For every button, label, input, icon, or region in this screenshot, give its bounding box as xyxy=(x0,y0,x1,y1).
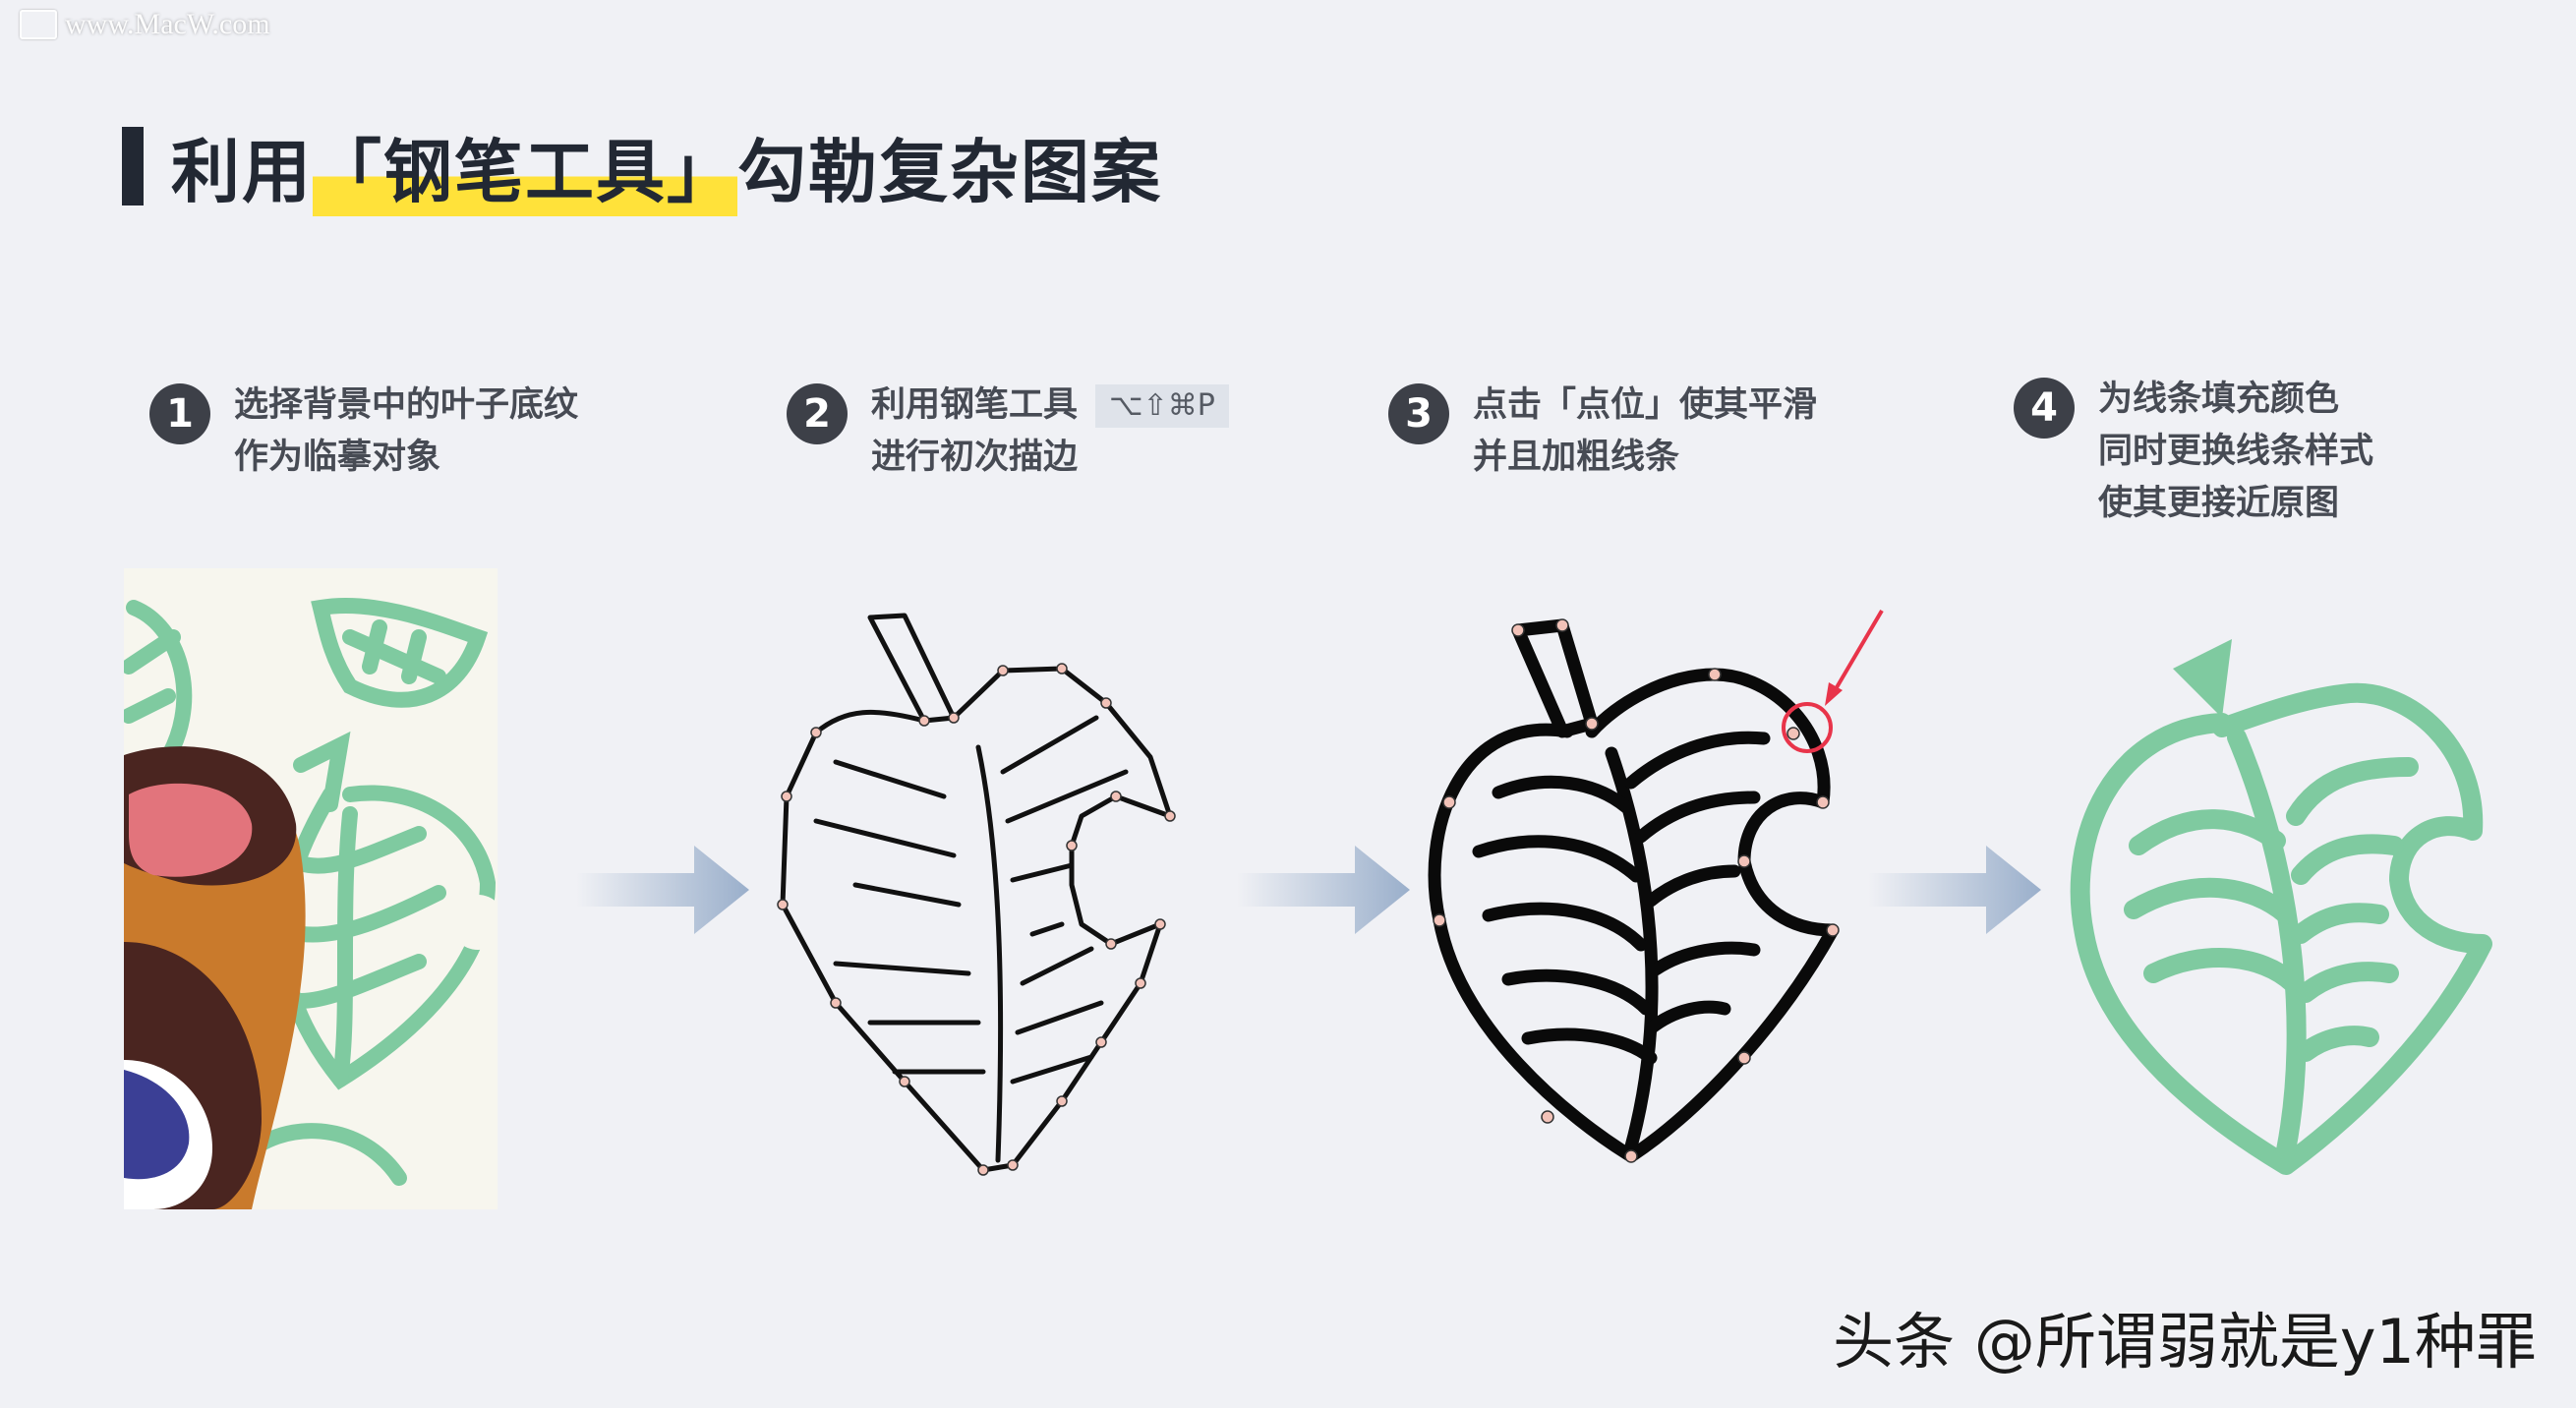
title-post: 勾勒复杂图案 xyxy=(737,131,1162,212)
step-description: 选择背景中的叶子底纹 作为临摹对象 xyxy=(234,380,578,484)
final-green-leaf xyxy=(2070,639,2492,1175)
step-line: 使其更接近原图 xyxy=(2098,484,2340,523)
step-2: 2 利用钢笔工具 ⌥⇧⌘P 进行初次描边 xyxy=(787,380,1229,484)
step-description: 点击「点位」使其平滑 并且加粗线条 xyxy=(1473,380,1817,484)
shortcut-badge: ⌥⇧⌘P xyxy=(1095,384,1229,428)
arrow-right-icon xyxy=(1237,846,1410,934)
step-line: 选择背景中的叶子底纹 xyxy=(234,385,579,425)
macw-logo-icon xyxy=(20,10,57,39)
arrow-right-icon xyxy=(576,846,749,934)
title-pre: 利用 xyxy=(171,131,313,212)
watermark: www.MacW.com xyxy=(20,8,270,41)
step-1: 1 选择背景中的叶子底纹 作为临摹对象 xyxy=(149,380,578,484)
step-description: 为线条填充颜色 同时更换线条样式 使其更接近原图 xyxy=(2098,374,2373,530)
step-line: 点击「点位」使其平滑 xyxy=(1473,385,1818,425)
watermark-text: www.MacW.com xyxy=(65,8,270,40)
page-title: 利用 「钢笔工具」 勾勒复杂图案 xyxy=(122,116,1162,216)
step-4: 4 为线条填充颜色 同时更换线条样式 使其更接近原图 xyxy=(2014,374,2373,530)
step-line: 为线条填充颜色 xyxy=(2098,380,2340,419)
title-bar xyxy=(122,127,144,205)
step-line: 作为临摹对象 xyxy=(234,438,441,477)
step-line: 并且加粗线条 xyxy=(1473,438,1680,477)
highlight-circle xyxy=(1782,702,1833,753)
pen-outline-leaf xyxy=(777,613,1176,1176)
step-line: 同时更换线条样式 xyxy=(2098,432,2374,471)
step-3: 3 点击「点位」使其平滑 并且加粗线条 xyxy=(1388,380,1817,484)
step-number: 4 xyxy=(2014,378,2075,439)
author-credit: 头条 @所谓弱就是y1种罪 xyxy=(1833,1306,2537,1378)
step-number: 2 xyxy=(787,383,848,444)
step-line-text: 利用钢笔工具 xyxy=(871,385,1079,425)
reference-pattern-image xyxy=(124,568,498,1209)
smoothed-leaf-outline xyxy=(1428,609,1884,1163)
step-number: 1 xyxy=(149,383,210,444)
arrow-right-icon xyxy=(1868,846,2041,934)
title-highlight: 「钢笔工具」 xyxy=(313,116,737,216)
red-pointer-arrow-icon xyxy=(1825,682,1843,706)
step-description: 利用钢笔工具 ⌥⇧⌘P 进行初次描边 xyxy=(871,380,1229,484)
step-line: 利用钢笔工具 ⌥⇧⌘P xyxy=(871,380,1229,432)
step-line: 进行初次描边 xyxy=(871,438,1079,477)
step-number: 3 xyxy=(1388,383,1449,444)
